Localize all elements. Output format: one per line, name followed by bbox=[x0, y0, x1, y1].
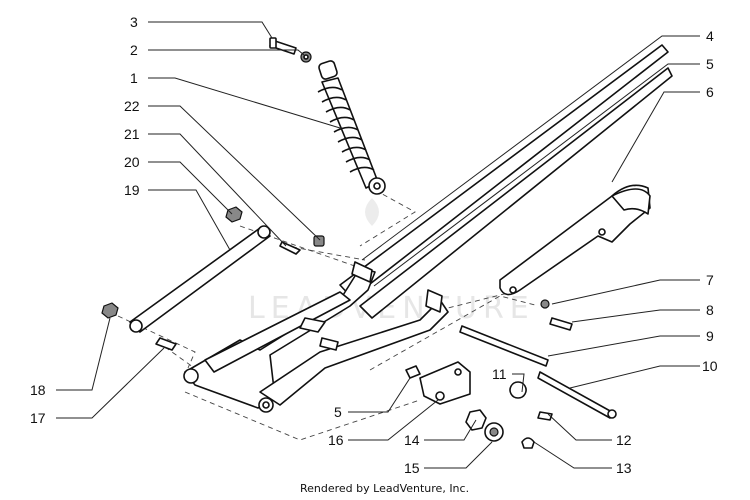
watermark-flame-icon bbox=[365, 198, 379, 226]
callout-20: 20 bbox=[124, 154, 140, 170]
callout-9: 9 bbox=[706, 328, 714, 344]
part-7-washer bbox=[540, 299, 550, 309]
hardware bbox=[101, 206, 617, 449]
callout-8: 8 bbox=[706, 302, 714, 318]
part-9-spacer-rod bbox=[459, 325, 549, 367]
part-3-bolt bbox=[269, 37, 297, 55]
callout-12: 12 bbox=[616, 432, 632, 448]
swingarm-axle-plate bbox=[425, 289, 443, 313]
part-5-lower-bar bbox=[359, 67, 673, 319]
callout-3: 3 bbox=[130, 14, 138, 30]
swingarm-bracket bbox=[351, 261, 373, 283]
part-5-clip bbox=[405, 365, 421, 379]
callout-10: 10 bbox=[702, 358, 718, 374]
callout-1: 1 bbox=[130, 70, 138, 86]
callout-6: 6 bbox=[706, 84, 714, 100]
callout-labels: 3 2 1 22 21 20 19 4 5 6 7 8 9 10 11 12 1… bbox=[30, 14, 718, 476]
callout-21: 21 bbox=[124, 126, 140, 142]
callout-4: 4 bbox=[706, 28, 714, 44]
part-20-nut bbox=[225, 206, 243, 223]
part-10-long-bolt bbox=[537, 371, 613, 419]
callout-5-top: 5 bbox=[706, 56, 714, 72]
part-22-nut bbox=[313, 235, 325, 247]
callout-16: 16 bbox=[328, 432, 344, 448]
part-19-link-rod bbox=[129, 225, 271, 333]
part-4-upper-bar bbox=[339, 44, 669, 299]
part-8-screw bbox=[549, 317, 573, 331]
part-18-nut bbox=[101, 302, 119, 319]
callout-19: 19 bbox=[124, 182, 140, 198]
part-13-cap bbox=[521, 437, 535, 449]
callout-17: 17 bbox=[30, 410, 46, 426]
callout-15: 15 bbox=[404, 460, 420, 476]
part-6-chain-guard bbox=[499, 184, 651, 296]
callout-2: 2 bbox=[130, 42, 138, 58]
callout-22: 22 bbox=[124, 98, 140, 114]
callout-14: 14 bbox=[404, 432, 420, 448]
callout-18: 18 bbox=[30, 382, 46, 398]
part-21-bolt bbox=[279, 241, 301, 255]
callout-5-bottom: 5 bbox=[334, 404, 342, 420]
callout-7: 7 bbox=[706, 272, 714, 288]
part-17-bolt bbox=[155, 337, 177, 351]
part-16-block bbox=[419, 361, 471, 405]
part-11-bushing bbox=[509, 381, 527, 399]
swingarm-arm bbox=[259, 299, 449, 406]
swingarm-crossbar bbox=[204, 291, 351, 373]
swingarm-body bbox=[184, 267, 376, 409]
callout-11: 11 bbox=[492, 366, 507, 382]
swingarm-pivot-left bbox=[183, 368, 199, 384]
part-1-shock-absorber bbox=[317, 60, 386, 195]
credit-text: Rendered by LeadVenture, Inc. bbox=[300, 482, 469, 495]
leader-lines bbox=[56, 21, 700, 469]
swingarm bbox=[183, 261, 449, 413]
callout-13: 13 bbox=[616, 460, 632, 476]
